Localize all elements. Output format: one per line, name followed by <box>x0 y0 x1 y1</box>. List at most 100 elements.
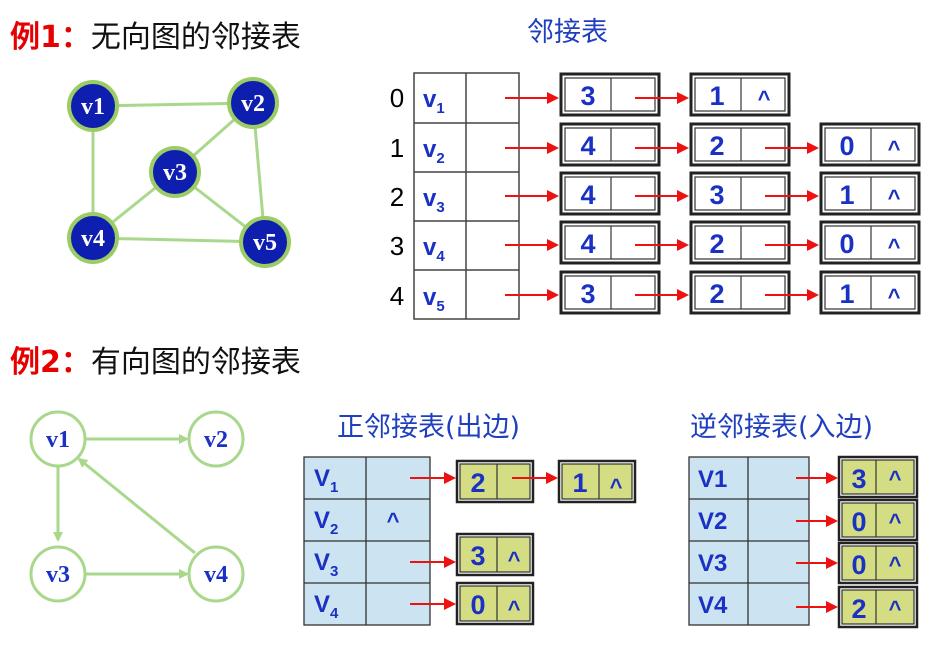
svg-text:v4: v4 <box>204 562 228 588</box>
svg-text:v4: v4 <box>81 226 105 252</box>
null-pointer: ^ <box>610 474 623 499</box>
out-row-v4: V4 0 ^ <box>314 581 535 626</box>
vertex-label: V3 <box>314 549 338 580</box>
arrow <box>765 190 819 202</box>
vertex-label: V4 <box>314 591 339 622</box>
list-node: 1 ^ <box>819 171 921 216</box>
graph1-node-v2: v2 <box>227 77 279 129</box>
graph2-node-v4: v4 <box>187 545 245 603</box>
directed-edges <box>53 434 196 579</box>
list-node: 1 ^ <box>819 270 921 315</box>
list-node: 1 ^ <box>557 459 637 504</box>
vertex-label: V4 <box>698 592 728 619</box>
in-row-v2: V2 0 ^ <box>698 498 919 542</box>
node-value: 0 <box>839 229 854 259</box>
list-node: 0 ^ <box>819 220 921 265</box>
list-node: 0 ^ <box>455 581 535 626</box>
node-value: 0 <box>851 550 866 580</box>
row-index: 0 <box>390 83 404 113</box>
null-pointer: ^ <box>508 596 521 621</box>
node-value: 2 <box>470 468 485 498</box>
graph1-node-v5: v5 <box>239 216 291 268</box>
in-row-v4: V4 2 ^ <box>698 585 919 629</box>
table1-row-2: 2 v3 4 3 1 ^ <box>390 171 921 216</box>
table1-row-4: 4 v5 3 2 1 ^ <box>390 270 921 315</box>
example2-prefix: 例2： <box>10 345 91 380</box>
table1-row-0: 0 v1 3 1 ^ <box>390 72 791 117</box>
arrow <box>410 472 456 484</box>
node-value: 1 <box>709 81 724 111</box>
list-node: 2 <box>689 122 791 167</box>
list-node: 3 <box>559 72 661 117</box>
out-row-v2: V2 ^ <box>314 507 400 538</box>
list-node: 2 <box>455 459 535 504</box>
row-index: 3 <box>390 231 404 261</box>
vertex-label: v4 <box>423 234 445 265</box>
null-pointer: ^ <box>888 136 901 161</box>
table1-row-1: 1 v2 4 2 0 ^ <box>390 122 921 167</box>
node-value: 3 <box>470 541 485 571</box>
node-value: 3 <box>580 279 595 309</box>
list-node: 3 ^ <box>455 532 535 577</box>
edge-v4-v1 <box>77 457 196 555</box>
vertex-label: V1 <box>698 466 727 493</box>
node-value: 1 <box>839 180 854 210</box>
list-node: 1 ^ <box>689 72 791 117</box>
list-node: 2 <box>689 270 791 315</box>
vertex-label: V1 <box>314 465 338 496</box>
list-node: 0 ^ <box>837 498 919 542</box>
svg-text:v2: v2 <box>241 91 265 117</box>
example2-heading: 例2：有向图的邻接表 <box>10 345 301 381</box>
row-index: 1 <box>390 133 404 163</box>
null-pointer: ^ <box>387 508 400 533</box>
arrow <box>635 289 689 301</box>
list-node: 2 <box>689 220 791 265</box>
null-pointer: ^ <box>889 552 902 577</box>
arrow <box>796 601 838 613</box>
undirected-adjacency-table: 0 v1 3 1 ^ 1 v2 <box>390 72 921 320</box>
svg-text:v5: v5 <box>253 230 277 256</box>
graph1-node-v4: v4 <box>67 212 119 264</box>
edge-v4-v5 <box>92 236 266 244</box>
in-table-title: 逆邻接表(入边) <box>690 412 874 443</box>
out-row-v1: V1 2 1 ^ <box>314 459 637 504</box>
vertex-label: v2 <box>423 136 445 167</box>
null-pointer: ^ <box>758 86 771 111</box>
node-value: 3 <box>709 180 724 210</box>
node-value: 2 <box>709 131 724 161</box>
arrow <box>635 190 689 202</box>
table1-row-3: 3 v4 4 2 0 ^ <box>390 220 921 265</box>
list-node: 4 <box>559 220 661 265</box>
example1-prefix: 例1： <box>10 20 91 55</box>
arrow <box>410 598 456 610</box>
svg-text:v3: v3 <box>46 562 70 588</box>
node-value: 3 <box>851 464 866 494</box>
node-value: 3 <box>580 81 595 111</box>
node-value: 0 <box>470 590 485 620</box>
vertex-label: v3 <box>423 185 445 216</box>
graph2-node-v2: v2 <box>187 410 245 468</box>
arrow <box>505 239 559 251</box>
in-row-v1: V1 3 ^ <box>698 455 919 499</box>
directed-graph: v1 v2 v3 v4 <box>29 410 245 603</box>
null-pointer: ^ <box>888 284 901 309</box>
list-node: 3 <box>689 171 791 216</box>
arrow <box>796 515 838 527</box>
example1-heading: 例1：无向图的邻接表 <box>10 20 301 56</box>
graph1-node-v1: v1 <box>67 80 119 132</box>
node-value: 4 <box>580 131 595 161</box>
vertex-label: v1 <box>423 86 445 117</box>
arrow <box>635 142 689 154</box>
example2-title: 有向图的邻接表 <box>90 345 301 380</box>
vertex-label: V2 <box>314 507 338 538</box>
node-value: 2 <box>851 594 866 624</box>
null-pointer: ^ <box>889 509 902 534</box>
null-pointer: ^ <box>508 547 521 572</box>
undirected-graph: v1 v2 v3 v4 v5 <box>67 77 291 268</box>
arrow <box>796 472 838 484</box>
null-pointer: ^ <box>888 234 901 259</box>
list-node: 4 <box>559 171 661 216</box>
node-value: 0 <box>839 131 854 161</box>
arrow <box>505 142 559 154</box>
